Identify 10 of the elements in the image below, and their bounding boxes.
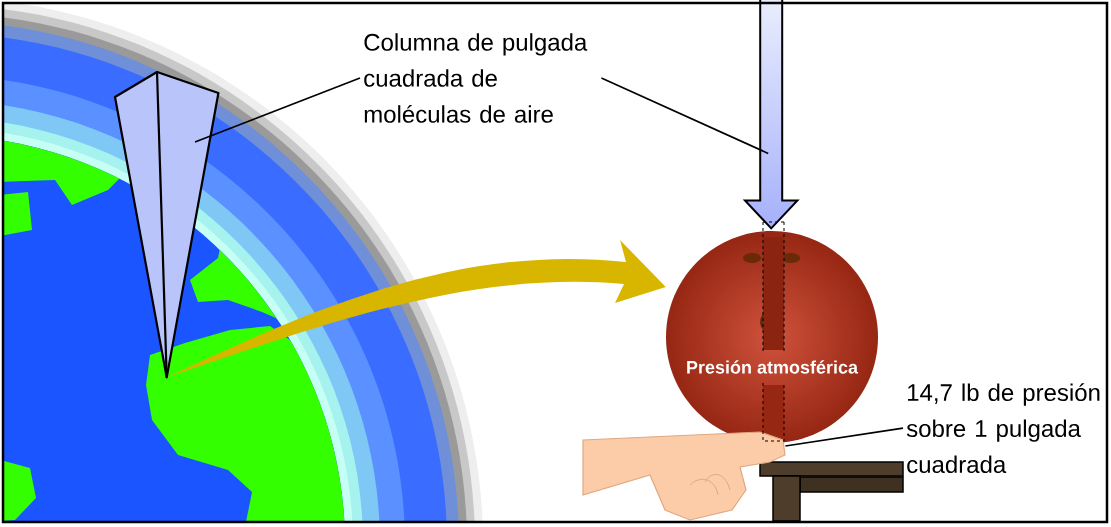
label: 14,7 lb de presión sobre 1 pulgada cuadrada [906,383,1100,474]
leader-line [194,77,361,143]
air-column-arrow [742,0,800,230]
bowling-ball: Presión atmosférica [687,237,859,441]
leader-line [784,427,904,447]
node-label: Presión atmosférica [687,360,859,374]
label: Columna de pulgada cuadrada de moléculas de aire [364,33,588,123]
leader-line [600,77,769,155]
air-column-cone [113,70,220,379]
hand-drawing [582,431,786,521]
